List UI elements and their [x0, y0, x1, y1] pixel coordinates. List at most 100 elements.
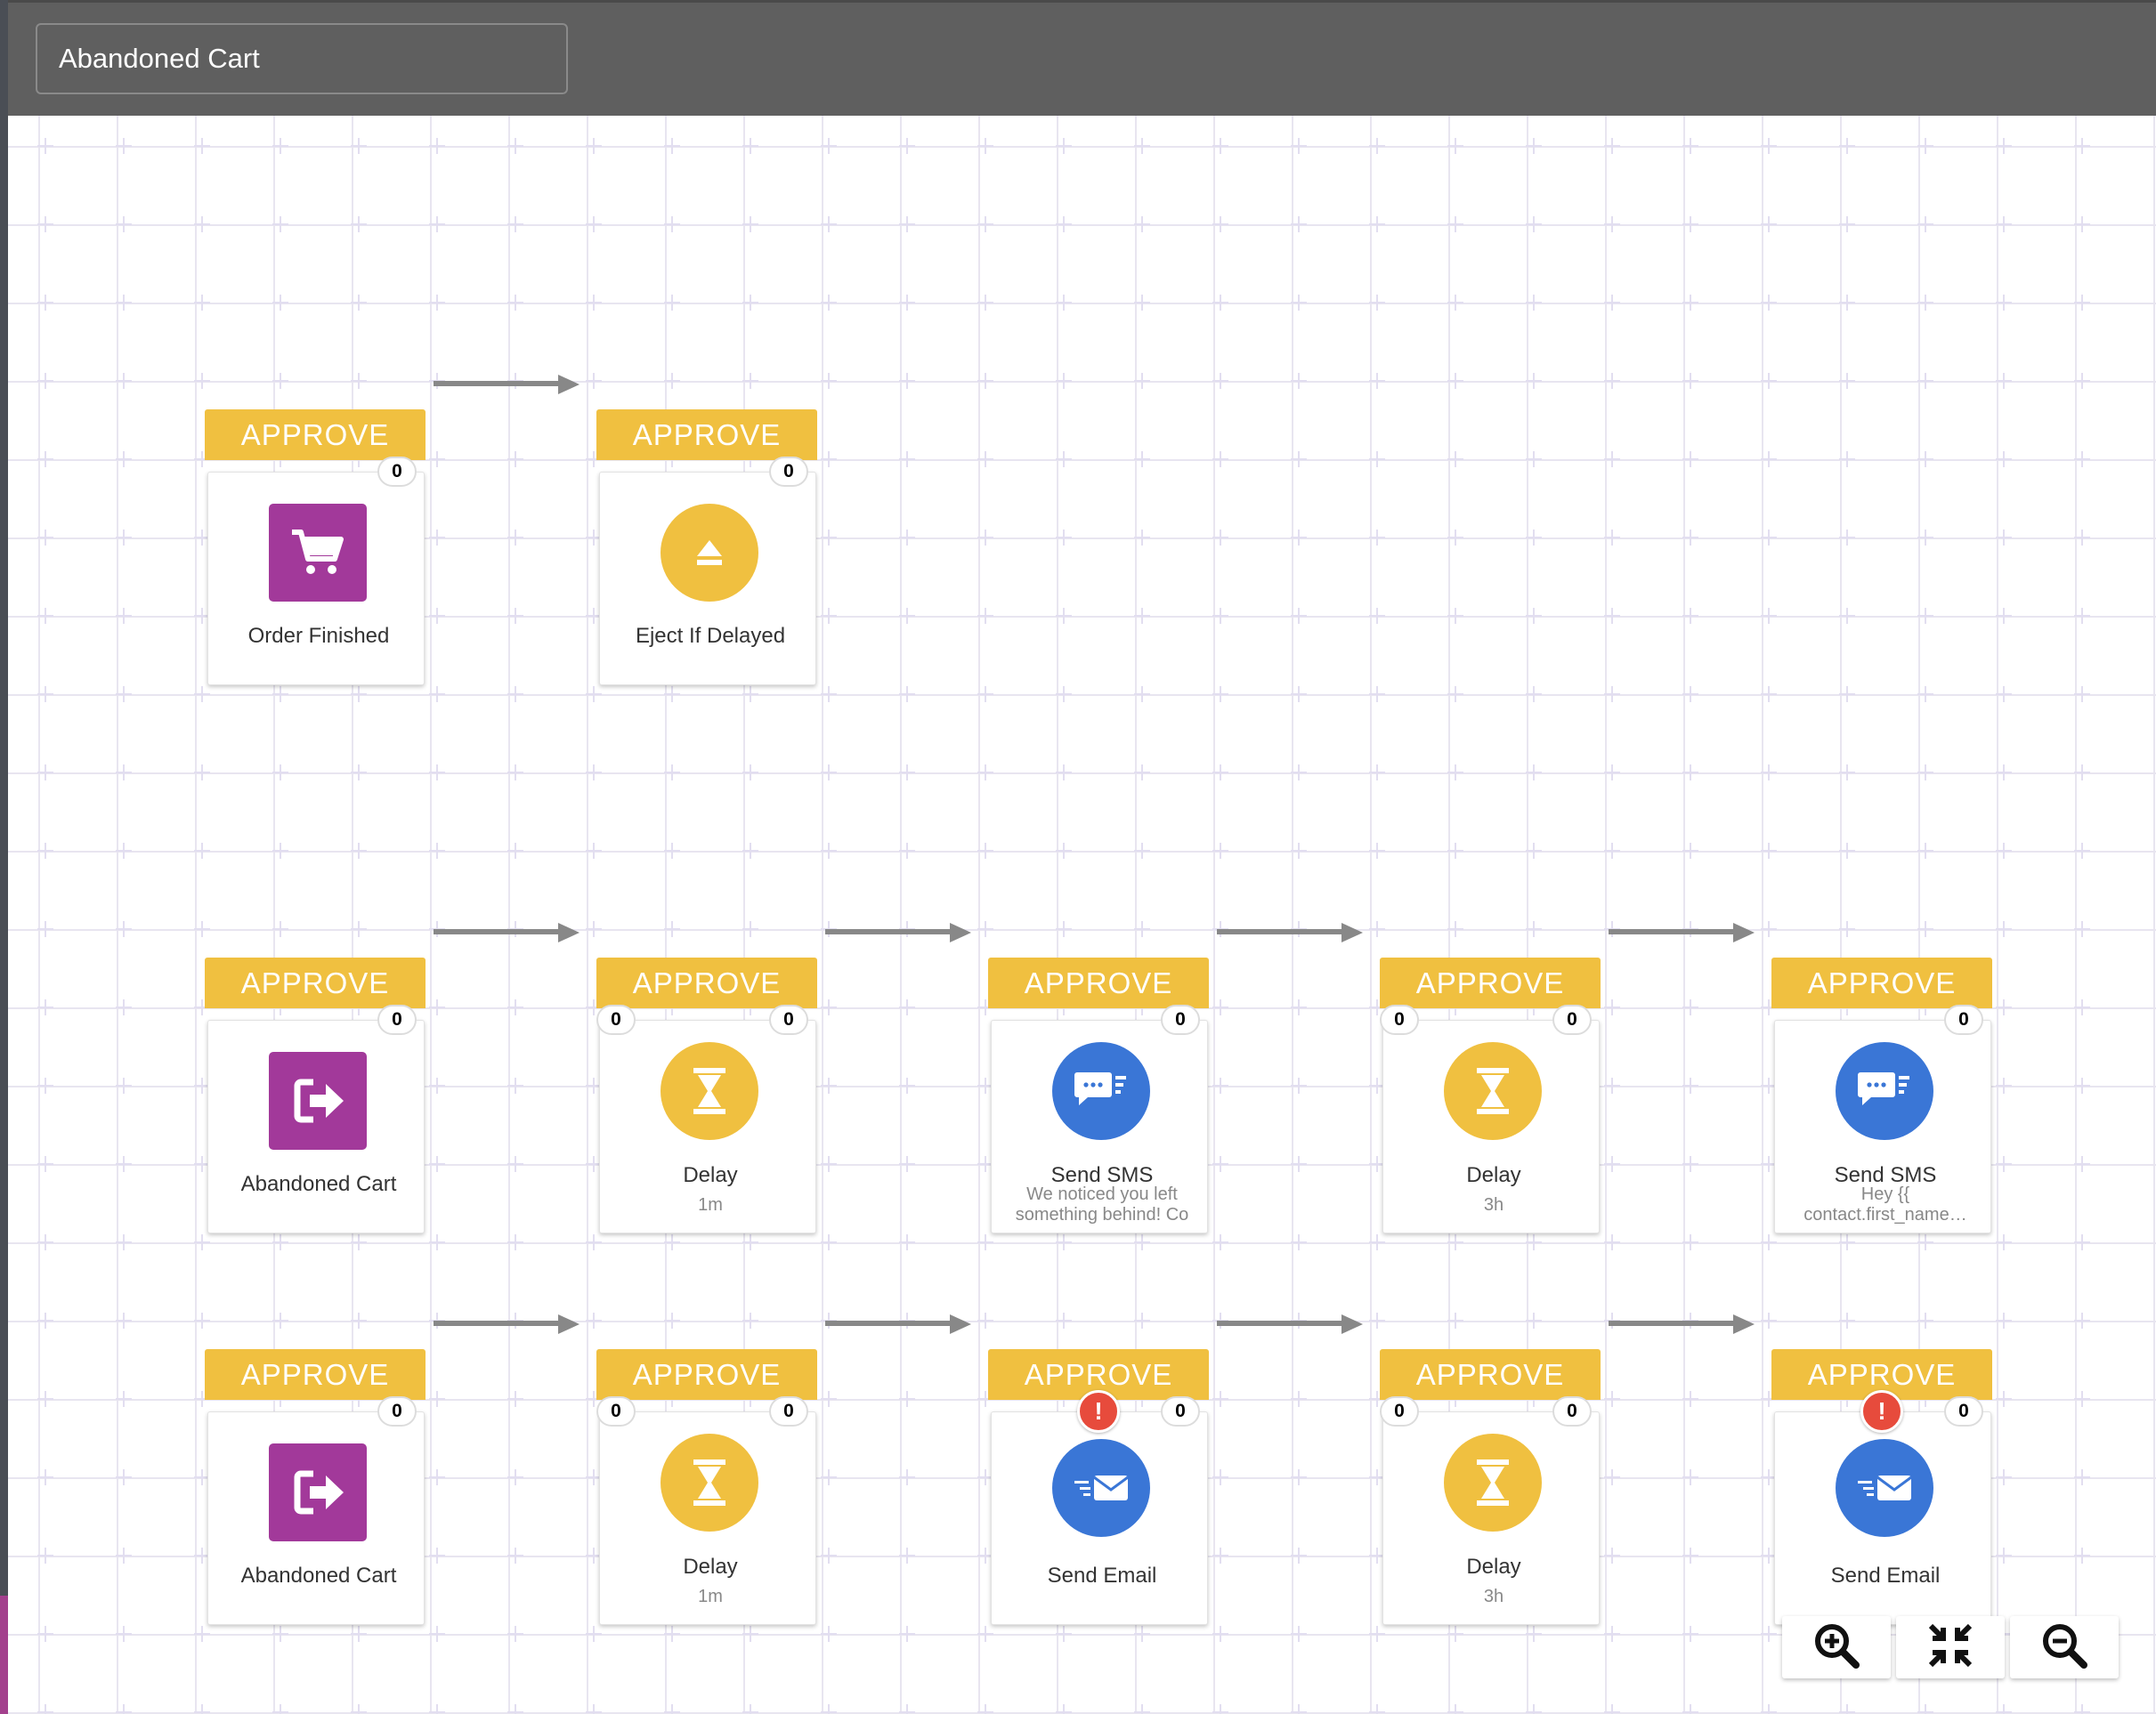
node-card[interactable]: Send Email	[1774, 1411, 1991, 1625]
grid-plus-mark	[1212, 1156, 1228, 1172]
approve-button[interactable]: APPROVE	[1771, 958, 1992, 1008]
grid-plus-mark	[37, 1313, 53, 1329]
grid-plus-mark	[116, 999, 132, 1015]
grid-plus-mark	[1761, 1391, 1777, 1407]
grid-plus-mark	[1526, 138, 1542, 154]
approve-button[interactable]: APPROVE	[205, 1349, 426, 1400]
workflow-canvas[interactable]: APPROVE 0 Order Finished APPROVE 0 Eject…	[8, 116, 2156, 1714]
workflow-node[interactable]: APPROVE 0 0 Delay 1m	[596, 1349, 817, 1625]
node-subtitle: We noticed you left something behind! Co	[1015, 1184, 1189, 1225]
grid-plus-mark	[1996, 1234, 2012, 1250]
grid-plus-mark	[1839, 608, 1855, 624]
grid-plus-mark	[1291, 1234, 1307, 1250]
grid-plus-mark	[2074, 138, 2090, 154]
approve-button[interactable]: APPROVE	[1380, 958, 1601, 1008]
grid-plus-mark	[1447, 843, 1463, 859]
grid-plus-mark	[429, 999, 445, 1015]
grid-plus-mark	[821, 1078, 837, 1094]
grid-plus-mark	[2074, 843, 2090, 859]
node-card[interactable]: Delay 3h	[1382, 1411, 1600, 1625]
grid-plus-mark	[507, 451, 523, 467]
count-badge: 0	[1380, 1005, 1419, 1035]
grid-plus-mark	[37, 608, 53, 624]
grid-plus-mark	[1917, 686, 1933, 702]
grid-plus-mark	[1761, 1234, 1777, 1250]
approve-button[interactable]: APPROVE	[596, 1349, 817, 1400]
node-card[interactable]: Send SMS Hey {{ contact.first_name…	[1774, 1020, 1991, 1233]
node-card[interactable]: Eject If Delayed	[599, 472, 816, 685]
approve-button[interactable]: APPROVE	[988, 958, 1209, 1008]
grid-plus-mark	[2074, 1548, 2090, 1564]
workflow-node[interactable]: APPROVE 0 Send SMS Hey {{ contact.first_…	[1771, 958, 1992, 1233]
left-edge-strip	[0, 0, 8, 1714]
grid-plus-mark	[429, 686, 445, 702]
grid-plus-mark	[977, 1704, 993, 1714]
grid-plus-mark	[116, 1313, 132, 1329]
workflow-node[interactable]: APPROVE ! 0 Send Email	[988, 1349, 1209, 1625]
grid-plus-mark	[116, 530, 132, 546]
grid-plus-mark	[664, 138, 680, 154]
grid-plus-mark	[1682, 1078, 1698, 1094]
grid-plus-mark	[507, 1469, 523, 1485]
grid-plus-mark	[37, 373, 53, 389]
grid-plus-mark	[1604, 999, 1620, 1015]
approve-button[interactable]: APPROVE	[205, 958, 426, 1008]
grid-plus-mark	[1526, 608, 1542, 624]
grid-plus-mark	[37, 530, 53, 546]
grid-plus-mark	[977, 1156, 993, 1172]
node-card[interactable]: Send Email	[991, 1411, 1208, 1625]
workflow-node[interactable]: APPROVE 0 Abandoned Cart	[205, 958, 426, 1233]
warning-icon[interactable]: !	[1860, 1390, 1903, 1433]
approve-button[interactable]: APPROVE	[596, 958, 817, 1008]
approve-button[interactable]: APPROVE	[1380, 1349, 1601, 1400]
workflow-node[interactable]: APPROVE 0 0 Delay 3h	[1380, 958, 1601, 1233]
fit-screen-button[interactable]	[1896, 1616, 2005, 1678]
node-card[interactable]: Abandoned Cart	[207, 1411, 425, 1625]
node-card[interactable]: Delay 3h	[1382, 1020, 1600, 1233]
grid-plus-mark	[429, 843, 445, 859]
grid-plus-mark	[977, 451, 993, 467]
node-card[interactable]: Send SMS We noticed you left something b…	[991, 1020, 1208, 1233]
node-card[interactable]: Delay 1m	[599, 1411, 816, 1625]
grid-plus-mark	[1212, 1234, 1228, 1250]
grid-plus-mark	[1447, 1234, 1463, 1250]
grid-plus-mark	[1212, 373, 1228, 389]
grid-plus-mark	[1917, 373, 1933, 389]
grid-plus-mark	[1369, 921, 1385, 937]
grid-plus-mark	[194, 843, 210, 859]
grid-plus-mark	[899, 373, 915, 389]
zoom-in-icon	[1812, 1621, 1861, 1675]
grid-plus-mark	[1839, 843, 1855, 859]
zoom-in-button[interactable]	[1782, 1616, 1891, 1678]
workflow-node[interactable]: APPROVE 0 0 Delay 3h	[1380, 1349, 1601, 1625]
workflow-node[interactable]: APPROVE ! 0 Send Email	[1771, 1349, 1992, 1625]
grid-plus-mark	[821, 1626, 837, 1642]
warning-icon[interactable]: !	[1077, 1390, 1120, 1433]
grid-plus-mark	[1369, 530, 1385, 546]
grid-plus-mark	[1447, 764, 1463, 780]
workflow-node[interactable]: APPROVE 0 0 Delay 1m	[596, 958, 817, 1233]
zoom-out-button[interactable]	[2010, 1616, 2119, 1678]
grid-plus-mark	[1134, 530, 1150, 546]
workflow-node[interactable]: APPROVE 0 Send SMS We noticed you left s…	[988, 958, 1209, 1233]
grid-plus-mark	[1917, 608, 1933, 624]
node-card[interactable]: Delay 1m	[599, 1020, 816, 1233]
grid-plus-mark	[1447, 608, 1463, 624]
workflow-name-input[interactable]	[36, 23, 568, 94]
grid-plus-mark	[1212, 295, 1228, 311]
grid-plus-mark	[1604, 1078, 1620, 1094]
grid-plus-mark	[37, 1548, 53, 1564]
approve-button[interactable]: APPROVE	[205, 409, 426, 460]
grid-plus-mark	[116, 138, 132, 154]
node-card[interactable]: Abandoned Cart	[207, 1020, 425, 1233]
grid-plus-mark	[194, 608, 210, 624]
grid-plus-mark	[2074, 1234, 2090, 1250]
approve-button[interactable]: APPROVE	[596, 409, 817, 460]
workflow-node[interactable]: APPROVE 0 Abandoned Cart	[205, 1349, 426, 1625]
grid-plus-mark	[351, 373, 367, 389]
grid-plus-mark	[586, 451, 602, 467]
workflow-node[interactable]: APPROVE 0 Eject If Delayed	[596, 409, 817, 685]
node-card[interactable]: Order Finished	[207, 472, 425, 685]
workflow-node[interactable]: APPROVE 0 Order Finished	[205, 409, 426, 685]
grid-plus-mark	[1682, 451, 1698, 467]
